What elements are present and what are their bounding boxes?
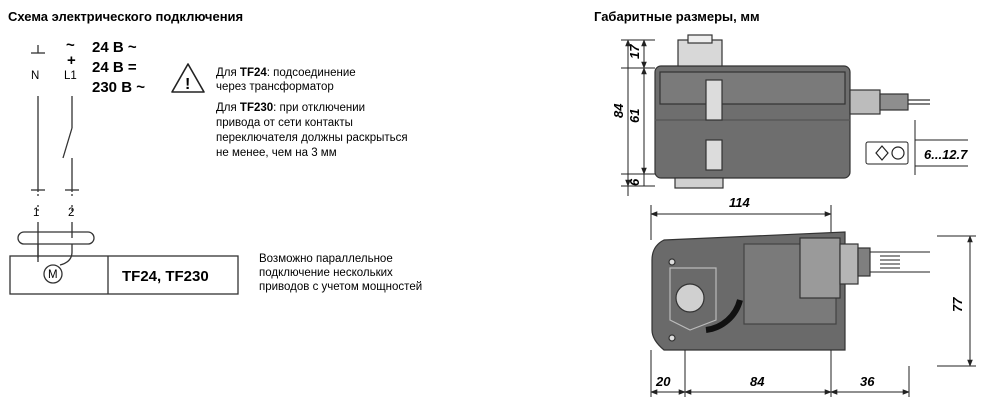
- actuator-front-view: [651, 231, 871, 351]
- dim-84-h: 84: [750, 374, 765, 389]
- motor-symbol: [43, 264, 63, 284]
- bottom-dimension-lines: [650, 205, 976, 397]
- motor-label: M: [48, 269, 58, 281]
- dim-114: 114: [729, 195, 750, 210]
- ac-symbol: ~: [66, 37, 75, 54]
- voltage-230ac: 230 В ~: [92, 79, 145, 96]
- tf230-note: Для TF230: при отключении привода от сет…: [216, 102, 411, 159]
- dim-17: 17: [627, 44, 642, 59]
- shaft-shape-icons: [875, 145, 905, 161]
- terminal-n-label: N: [31, 70, 39, 82]
- cable-gland: [870, 251, 930, 273]
- dim-61: 61: [627, 109, 642, 123]
- parallel-note: Возможно параллельное подключение нескол…: [259, 253, 422, 293]
- cable-sheath: [17, 231, 95, 245]
- dimensions-title: Габаритные размеры, мм: [594, 9, 760, 24]
- warning-icon: !: [171, 63, 205, 93]
- terminal-2-label: 2: [68, 207, 74, 219]
- dim-shaft: 6...12.7: [924, 147, 968, 162]
- model-label: TF24, TF230: [122, 268, 209, 285]
- terminal-l1-label: L1: [64, 70, 77, 82]
- dim-6: 6: [627, 178, 642, 186]
- dim-77: 77: [950, 297, 965, 312]
- dim-20: 20: [655, 374, 671, 389]
- switch-contact: [62, 127, 73, 159]
- device-box: [9, 255, 239, 295]
- tf24-note: Для TF24: подсоединение через трансформа…: [216, 67, 359, 93]
- terminal-1-label: 1: [33, 207, 39, 219]
- wiring-diagram: [9, 45, 239, 295]
- voltage-24dc: 24 В =: [92, 59, 137, 76]
- top-dimension-lines: [621, 39, 968, 196]
- actuator-top-view: [654, 34, 930, 189]
- svg-text:!: !: [185, 76, 190, 93]
- dim-84-v: 84: [611, 103, 626, 118]
- plus-symbol: +: [67, 52, 76, 69]
- wiring-title: Схема электрического подключения: [8, 9, 243, 24]
- dim-36: 36: [860, 374, 875, 389]
- voltage-24ac: 24 В ~: [92, 39, 137, 56]
